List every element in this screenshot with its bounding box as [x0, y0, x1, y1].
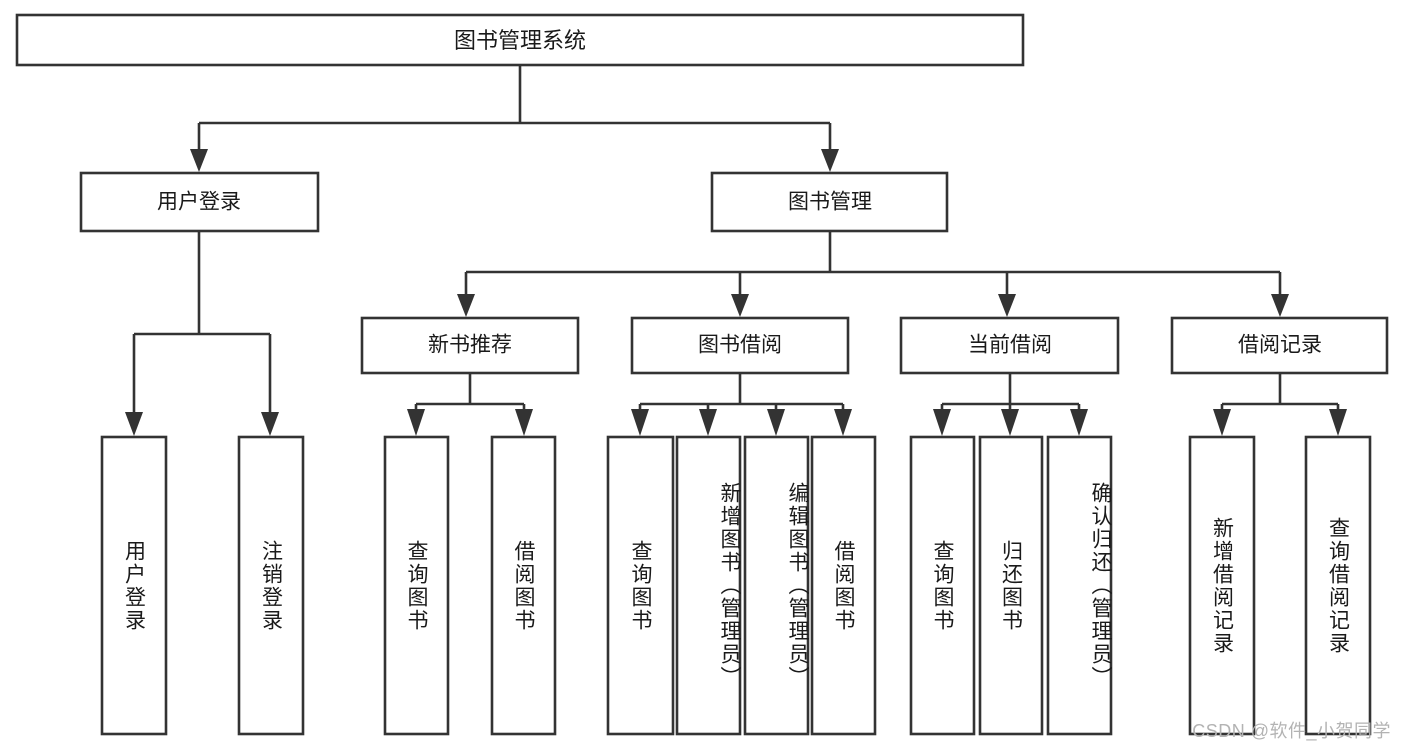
- node-borrow-record-label: 借阅记录: [1238, 334, 1322, 357]
- node-book-borrow-label: 图书借阅: [698, 334, 782, 357]
- node-user-login-label: 用户登录: [157, 191, 241, 214]
- node-leaf-bb-edit-book[interactable]: [743, 435, 810, 736]
- arrow-head-cb-confirm-return: [1070, 409, 1088, 436]
- node-leaf-br-query-record[interactable]: [1304, 435, 1372, 736]
- arrow-head-new-book: [457, 294, 475, 317]
- node-leaf-nb-borrow-book[interactable]: [490, 435, 557, 736]
- arrow-head-br-add-record: [1213, 409, 1231, 436]
- arrow-head-bb-query-book: [631, 409, 649, 436]
- connector-group-new-book: [407, 373, 533, 436]
- node-book-manage-label: 图书管理: [788, 191, 872, 214]
- node-leaf-bb-query-book[interactable]: [606, 435, 675, 736]
- node-current-borrow[interactable]: [899, 316, 1120, 375]
- node-leaf-bb-add-book[interactable]: [675, 435, 742, 736]
- arrow-head-bb-borrow-book: [834, 409, 852, 436]
- node-leaf-user-login[interactable]: [100, 435, 168, 736]
- connector-group-root: [190, 65, 839, 172]
- node-root[interactable]: [15, 13, 1025, 67]
- node-leaf-cb-return-book[interactable]: [978, 435, 1044, 736]
- node-leaf-bb-borrow-book[interactable]: [810, 435, 877, 736]
- node-leaf-br-add-record[interactable]: [1188, 435, 1256, 736]
- connector-group-current-borrow: [933, 373, 1088, 436]
- arrow-head-book-borrow: [731, 294, 749, 317]
- arrow-head-leaf-logout: [261, 412, 279, 436]
- arrow-head-br-query-record: [1329, 409, 1347, 436]
- connector-group-book-manage: [457, 231, 1289, 317]
- arrow-head-bb-add-book: [699, 409, 717, 436]
- arrow-head-nb-query-book: [407, 409, 425, 436]
- node-leaf-cb-confirm-return[interactable]: [1046, 435, 1113, 736]
- csdn-watermark: CSDN @软件_小贺同学: [1192, 721, 1391, 741]
- node-new-book-recommend[interactable]: [360, 316, 580, 375]
- node-leaf-cb-query-book[interactable]: [909, 435, 976, 736]
- node-leaf-nb-query-book[interactable]: [383, 435, 450, 736]
- node-book-manage[interactable]: [710, 171, 949, 233]
- arrow-head-user-login: [190, 149, 208, 172]
- node-current-borrow-label: 当前借阅: [968, 334, 1052, 357]
- node-book-borrow[interactable]: [630, 316, 850, 375]
- node-new-book-recommend-label: 新书推荐: [428, 334, 512, 357]
- connector-group-book-borrow: [631, 373, 852, 436]
- node-borrow-record[interactable]: [1170, 316, 1389, 375]
- arrow-head-bb-edit-book: [767, 409, 785, 436]
- arrow-head-leaf-user-login: [125, 412, 143, 436]
- arrow-head-book-manage: [821, 149, 839, 172]
- arrow-head-cb-query-book: [933, 409, 951, 436]
- connector-group-user-login: [125, 231, 279, 436]
- arrow-head-cb-return-book: [1001, 409, 1019, 436]
- node-user-login[interactable]: [79, 171, 320, 233]
- node-leaf-logout[interactable]: [237, 435, 305, 736]
- arrow-head-nb-borrow-book: [515, 409, 533, 436]
- connector-group-borrow-record: [1213, 373, 1347, 436]
- arrow-head-current-borrow: [998, 294, 1016, 317]
- arrow-head-borrow-record: [1271, 294, 1289, 317]
- node-root-label: 图书管理系统: [454, 28, 586, 53]
